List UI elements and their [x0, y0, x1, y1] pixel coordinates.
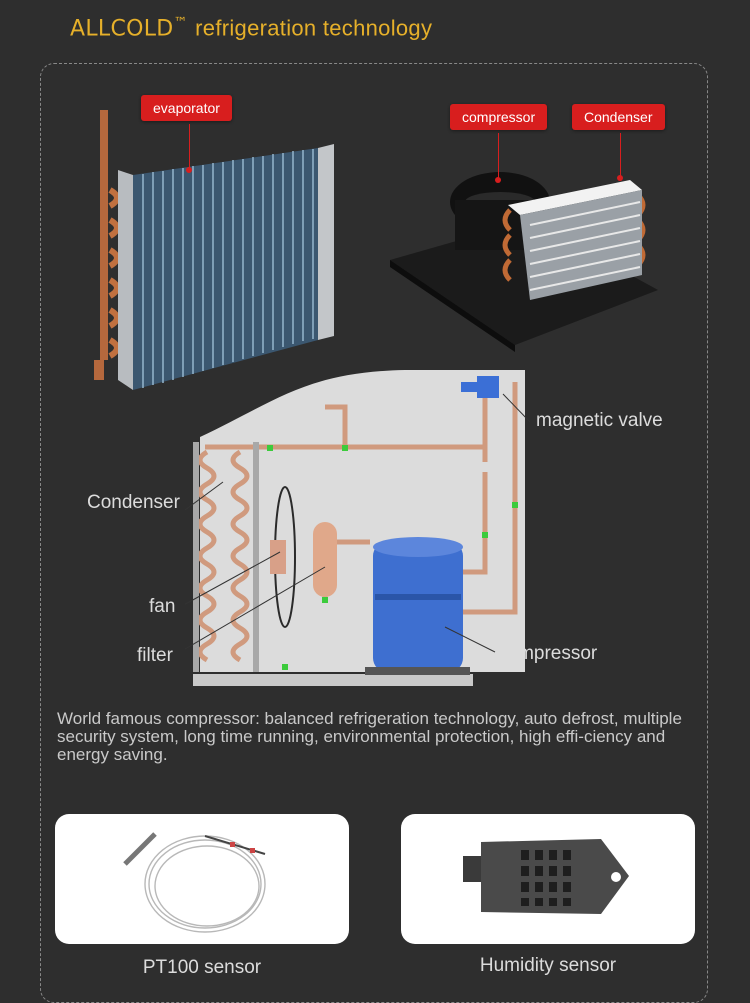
humidity-sensor-image: [463, 839, 629, 914]
compressor-label: compressor: [498, 643, 598, 664]
fan-label: fan: [149, 596, 176, 617]
evaporator-callout: evaporator: [141, 95, 232, 121]
humidity-sensor-card: [401, 814, 695, 944]
magnetic-valve-label: magnetic valve: [536, 410, 663, 431]
page-title: ALLCOLD™ refrigeration technology: [70, 15, 432, 41]
condensing-unit-image: [390, 172, 658, 352]
title-text: refrigeration technology: [195, 15, 433, 41]
compressor-callout-dot: [495, 177, 501, 183]
condenser-label: Condenser: [87, 492, 180, 513]
compressor-callout-line: [498, 133, 499, 180]
trademark-symbol: ™: [173, 15, 188, 31]
humidity-sensor-label: Humidity sensor: [479, 955, 617, 976]
evaporator-callout-line: [189, 124, 190, 170]
condenser-callout-dot: [617, 175, 623, 181]
brand-name: ALLCOLD: [70, 16, 174, 42]
pt100-sensor-label: PT100 sensor: [142, 957, 262, 978]
filter-label: filter: [137, 645, 173, 666]
evaporator-callout-dot: [186, 167, 192, 173]
description-text: World famous compressor: balanced refrig…: [57, 709, 682, 764]
evaporator-image: [94, 110, 334, 390]
pt100-sensor-card: [55, 814, 349, 944]
compressor-callout: compressor: [450, 104, 548, 130]
condenser-callout: Condenser: [572, 104, 665, 130]
refrigeration-schematic: [185, 370, 531, 686]
pt100-sensor-image: [123, 832, 266, 933]
condenser-callout-line: [620, 133, 621, 178]
